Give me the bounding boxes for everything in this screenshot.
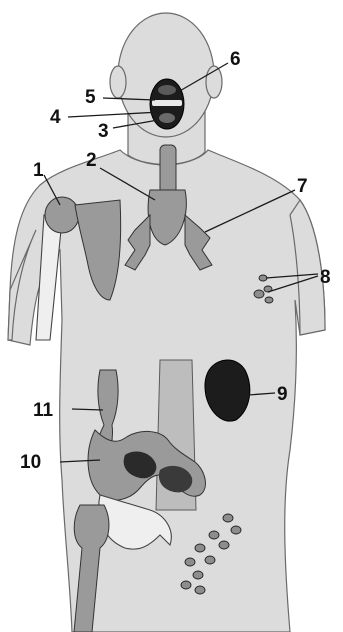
label-3: 3 <box>98 121 109 142</box>
inguinal-node-4 <box>219 541 229 549</box>
inguinal-node-9 <box>181 581 191 589</box>
label-7: 7 <box>297 176 308 197</box>
humerus-head <box>45 197 79 233</box>
inguinal-node-7 <box>185 558 195 566</box>
left-ear <box>110 66 126 98</box>
label-1: 1 <box>33 160 44 181</box>
tonsil-upper <box>158 85 176 95</box>
inguinal-node-5 <box>195 544 205 552</box>
inguinal-node-1 <box>223 514 233 522</box>
inguinal-node-2 <box>231 526 241 534</box>
label-8: 8 <box>320 267 331 288</box>
label-10: 10 <box>20 452 41 473</box>
axillary-node-2 <box>254 290 264 298</box>
tongue <box>152 100 182 106</box>
label-5: 5 <box>85 87 96 108</box>
axillary-node-1 <box>259 275 267 281</box>
inguinal-node-3 <box>209 531 219 539</box>
label-11: 11 <box>33 400 54 421</box>
label-2: 2 <box>86 150 97 171</box>
label-9: 9 <box>277 384 288 405</box>
inguinal-node-6 <box>205 556 215 564</box>
inguinal-node-10 <box>195 586 205 594</box>
axillary-node-4 <box>265 297 273 303</box>
label-4: 4 <box>50 107 61 128</box>
tonsil-lower <box>159 113 175 123</box>
inguinal-node-8 <box>193 571 203 579</box>
label-6: 6 <box>230 49 241 70</box>
